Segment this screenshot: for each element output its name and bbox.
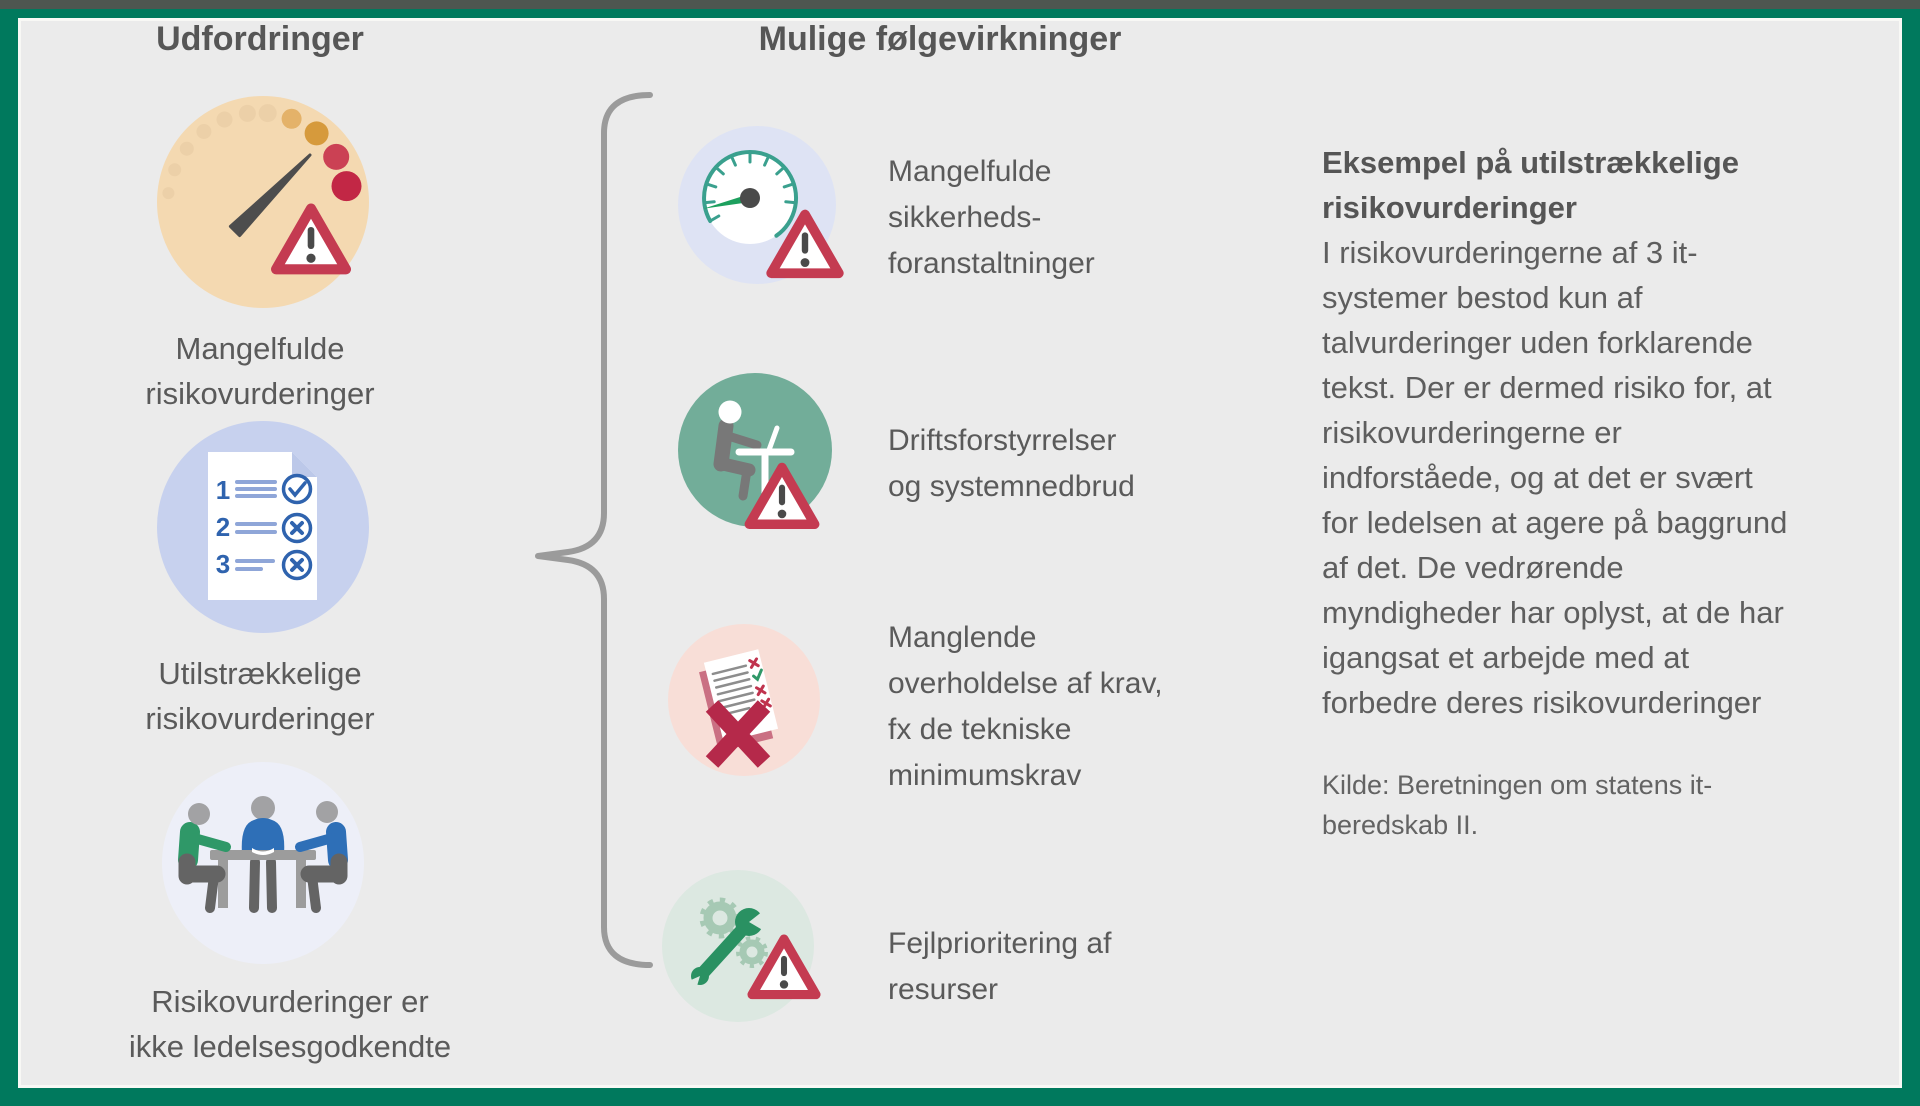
person-arm-left [189,833,231,852]
speedometer-ticks [702,150,798,223]
small-cross-icon [748,657,760,669]
checklist-number-1: 1 [216,475,230,505]
small-cross-icon [760,697,772,710]
cross-circle-1 [281,512,313,544]
meeting-papers [252,848,274,855]
person-head [316,801,338,823]
checklist-icon: 1 2 3 [157,421,369,633]
small-cross-icon [754,684,767,697]
challenge-label-3: Risikovurderinger er ikke ledelsesgodken… [128,984,452,1064]
gauge-needle [228,153,312,238]
consequence-label-1: Mangelfulde sikkerheds- foranstaltninger [888,155,1095,280]
challenge-label-1: Mangelfulde risikovurderinger [145,331,375,411]
cross-circle-2 [281,549,313,581]
big-cross-icon [705,700,771,768]
meeting-circle-bg [162,762,364,964]
example-panel-source: Kilde: Beretningen om statens it- bereds… [1322,770,1713,840]
person-legs-left [178,853,226,913]
cross-mark-icon-2 [290,558,304,572]
seated-person [713,400,762,501]
challenge-label-2: Utilstrækkelige risikovurderinger [145,656,375,736]
tools-warning-icon [662,870,847,1022]
small-check-icon [752,668,763,682]
consequences-header: Mulige følgevirkninger [758,20,1122,58]
person-legs-right [300,853,348,913]
person-arm-right [295,833,337,852]
speedometer-hub [740,188,760,208]
speedometer-needle [703,194,751,209]
person-head [251,796,275,820]
document-rejected-icon [668,624,820,776]
gauge-warning-icon [157,96,369,308]
brace-connector [535,92,653,968]
person-head [718,400,742,424]
gauge-dots [162,104,362,202]
checklist-text-lines [235,480,277,571]
cross-mark-icon-1 [290,521,304,535]
example-panel-title: Eksempel på utilstrækkelige risikovurder… [1322,145,1739,225]
laptop-icon [766,425,780,453]
meeting-icon [162,762,364,964]
consequence-label-3: Manglende overholdelse af krav, fx de te… [888,621,1163,792]
check-mark-icon [288,481,307,498]
consequence-label-2: Driftsforstyrrelser og systemnedbrud [888,424,1135,503]
document-text-lines [711,664,756,716]
top-dark-strip [0,0,1920,9]
example-panel: Eksempel på utilstrækkelige risikovurder… [1322,140,1920,845]
challenges-header: Udfordringer [156,20,364,58]
person-torso-middle [241,818,285,854]
checklist-number-2: 2 [216,512,230,542]
consequence-label-4: Fejlprioritering af resurser [888,927,1112,1006]
document-fold-corner [292,452,317,477]
checklist-number-3: 3 [216,549,230,579]
example-panel-body: I risikovurderingerne af 3 it- systemer … [1322,235,1788,720]
speedometer-warning-icon [678,126,861,284]
desk-worker-warning-icon [678,373,832,537]
check-circle [281,473,313,505]
wrench-icon [682,904,772,996]
person-head [188,803,210,825]
